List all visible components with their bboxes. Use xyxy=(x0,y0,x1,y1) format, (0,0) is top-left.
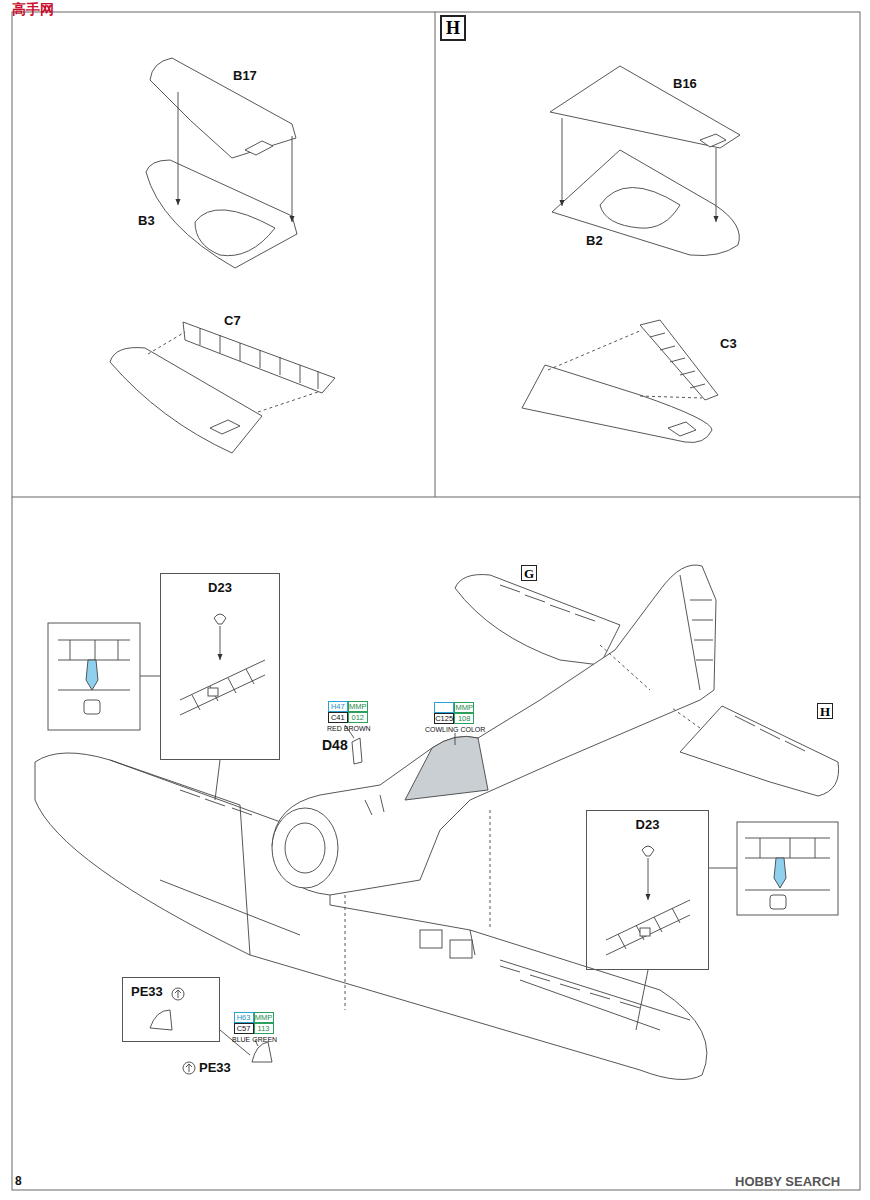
color-callout: H47 MMP C41 012RED BROWN xyxy=(327,701,371,733)
color-chip-cell: C57 xyxy=(234,1023,254,1034)
paint-code: MMP xyxy=(455,703,473,712)
paint-code: H63 xyxy=(237,1013,251,1022)
detail-inset: D23 xyxy=(586,810,709,970)
color-chip-cell xyxy=(434,702,454,713)
color-callout: H63 MMP C57 113BLUE GREEN xyxy=(232,1012,277,1044)
part-number: C7 xyxy=(224,313,241,328)
paint-code: 113 xyxy=(258,1024,270,1033)
part-number: B3 xyxy=(138,213,155,228)
step-letter-box: G xyxy=(521,565,537,581)
part-number: D23 xyxy=(587,817,708,832)
step-letter: H xyxy=(820,705,830,718)
paint-code: MMP xyxy=(349,702,367,711)
watermark: 高手网 xyxy=(12,1,54,19)
part-number: C3 xyxy=(720,336,737,351)
step-letter: G xyxy=(524,567,534,580)
page-number: 8 xyxy=(15,1174,22,1188)
paint-code: 108 xyxy=(458,714,471,723)
watermark: HOBBY SEARCH xyxy=(735,1174,840,1189)
color-chip-cell: C41 xyxy=(328,712,348,723)
color-chip-cell: 108 xyxy=(454,713,474,724)
color-name: BLUE GREEN xyxy=(232,1035,277,1044)
paint-code: C41 xyxy=(331,713,345,722)
paint-code: 012 xyxy=(352,713,365,722)
paint-code: C57 xyxy=(237,1024,251,1033)
color-chip-cell: 012 xyxy=(348,712,368,723)
paint-code: H47 xyxy=(331,702,345,711)
detail-inset: D23 xyxy=(160,573,280,760)
step-letter: H xyxy=(446,19,460,37)
part-number: B16 xyxy=(673,76,697,91)
step-letter-box: H xyxy=(440,15,466,41)
color-name: RED BROWN xyxy=(327,724,371,733)
paint-code: MMP xyxy=(255,1013,273,1022)
color-chip-cell: 113 xyxy=(254,1023,274,1034)
detail-inset: PE33 xyxy=(122,977,220,1042)
part-number: PE33 xyxy=(131,984,219,999)
color-chip-grid: MMPC125 108 xyxy=(434,702,476,724)
color-chip-cell: H47 xyxy=(328,701,348,712)
color-chip-cell: MMP xyxy=(254,1012,274,1023)
color-chip-cell: MMP xyxy=(454,702,474,713)
color-chip-grid: H63 MMP C57 113 xyxy=(234,1012,276,1034)
part-number: D23 xyxy=(161,580,279,595)
step-letter-box: H xyxy=(817,703,833,719)
color-chip-cell: MMP xyxy=(348,701,368,712)
paint-code: C125 xyxy=(435,714,453,723)
part-number: B2 xyxy=(586,233,603,248)
color-chip-cell: C125 xyxy=(434,713,454,724)
part-number: B17 xyxy=(233,68,257,83)
part-number: PE33 xyxy=(199,1060,231,1075)
color-chip-grid: H47 MMP C41 012 xyxy=(328,701,370,723)
color-chip-cell: H63 xyxy=(234,1012,254,1023)
color-callout: MMPC125 108COWLING COLOR xyxy=(425,702,485,734)
color-name: COWLING COLOR xyxy=(425,725,485,734)
part-number: D48 xyxy=(322,737,348,753)
